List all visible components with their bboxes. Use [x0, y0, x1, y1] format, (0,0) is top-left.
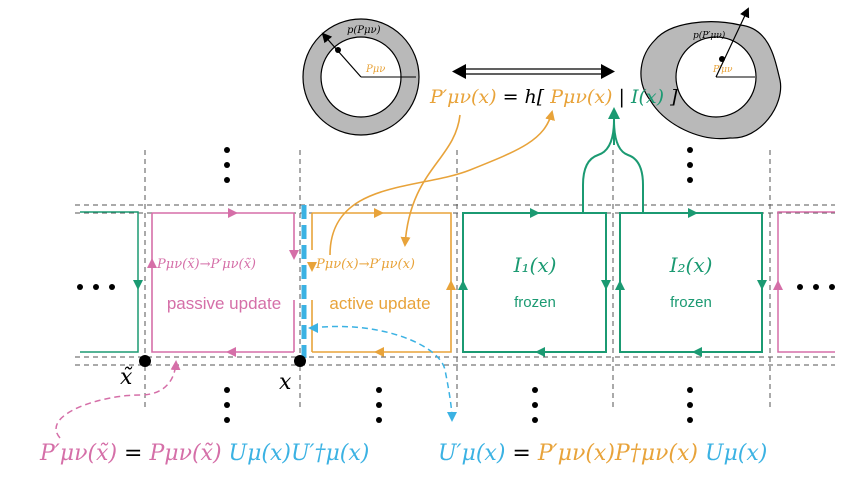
right-partial-plaquette [777, 211, 835, 353]
site-x-label: x [279, 370, 292, 395]
left-partial-plaquette [80, 211, 139, 353]
left-partial-arrow [133, 280, 143, 290]
frozen-plaquette-2 [619, 212, 763, 353]
bottom-right-equation: U′μ(x) = P′μν(x)P†μν(x) Uμ(x) [438, 441, 767, 466]
lattice-grid [75, 150, 835, 410]
horizontal-ellipsis-right [797, 284, 835, 290]
plaquette-to-h-arrow [329, 110, 555, 256]
site-x [294, 355, 306, 367]
left-circle-radius-label: p(Pμν) [347, 25, 381, 36]
link-dashed-arrow [311, 325, 457, 422]
bottom-left-equation: P′μν(x̃) = Pμν(x̃) Uμ(x)U′†μ(x) [39, 441, 369, 466]
right-deformed-annulus [640, 7, 782, 140]
right-circle-radius-label: p(P′μν) [693, 30, 726, 41]
double-arrow [462, 68, 605, 75]
frozen-2-label: frozen [670, 294, 712, 311]
horizontal-ellipsis-left [77, 284, 115, 290]
frozen-1-label: frozen [514, 294, 556, 311]
passive-formula: Pμν(x̃)→P′μν(x̃) [156, 257, 256, 272]
top-equation: P′μν(x) = h[ Pμν(x) | I(x) ] [429, 86, 678, 108]
active-label: active update [329, 294, 430, 313]
passive-dashed-arrow [55, 360, 181, 439]
h-to-plaquette-arrow [400, 114, 461, 247]
vertical-ellipsis-top [224, 147, 693, 183]
passive-plaquette [151, 212, 295, 353]
passive-label: passive update [167, 294, 281, 313]
frozen-1-formula: I₁(x) [513, 253, 557, 277]
frozen-2-formula: I₂(x) [669, 253, 713, 277]
frozen-plaquette-1 [462, 212, 607, 353]
site-x-tilde [139, 355, 151, 367]
right-partial-arrow [773, 280, 783, 290]
left-circle-angle-label: Pμν [365, 64, 385, 75]
right-circle-angle-label: P′μν [712, 65, 733, 75]
left-annulus [302, 18, 420, 136]
active-formula: Pμν(x)→P′μν(x) [315, 257, 415, 272]
vertical-ellipsis-bottom [224, 387, 693, 423]
frozen-input-arrows [582, 107, 644, 213]
site-x-tilde-label: x̃ [120, 365, 133, 390]
